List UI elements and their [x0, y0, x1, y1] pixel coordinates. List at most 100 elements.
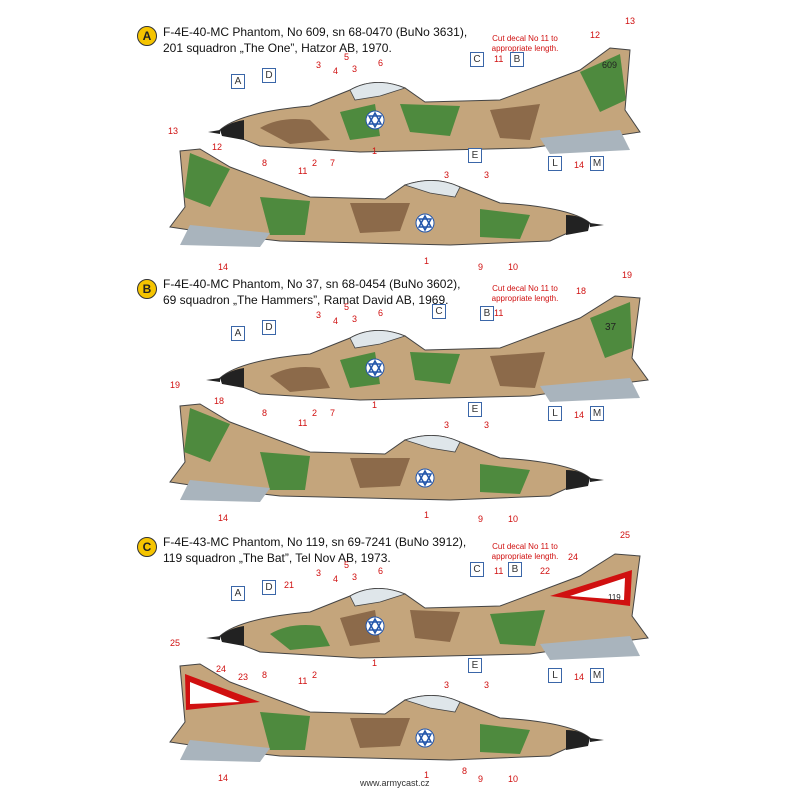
scheme-a: A F-4E-40-MC Phantom, No 609, sn 68-0470… [0, 0, 800, 272]
decal-number: 22 [540, 566, 551, 576]
decal-number: 11 [298, 418, 308, 428]
tail-number: 609 [602, 60, 617, 70]
decal-number: 10 [508, 262, 519, 272]
decal-number: 4 [333, 66, 339, 76]
decal-number: 14 [574, 672, 585, 682]
scheme-title-line1: F-4E-40-MC Phantom, No 609, sn 68-0470 (… [163, 25, 468, 39]
scheme-badge: A [137, 26, 157, 46]
decal-number: 3 [484, 170, 490, 180]
scheme-title-line1: F-4E-40-MC Phantom, No 37, sn 68-0454 (B… [163, 277, 461, 291]
scheme-title-line1: F-4E-43-MC Phantom, No 119, sn 69-7241 (… [163, 535, 467, 549]
callout-e: E [468, 402, 482, 417]
decal-note: Cut decal No 11 to appropriate length. [491, 34, 559, 53]
callout-l: L [548, 406, 562, 421]
footer-url: www.armycast.cz [360, 778, 430, 788]
decal-number: 1 [424, 510, 430, 520]
decal-number: 3 [316, 310, 322, 320]
decal-number: 12 [590, 30, 601, 40]
callout-l: L [548, 156, 562, 171]
decal-number: 6 [378, 58, 384, 68]
scheme-badge: B [137, 279, 157, 299]
callout-b: B [510, 52, 524, 67]
callout-c: C [432, 304, 446, 319]
callout-d: D [262, 320, 276, 335]
decal-number: 25 [170, 638, 181, 648]
decal-number: 11 [494, 54, 504, 64]
callout-b: B [508, 562, 522, 577]
decal-number: 3 [316, 60, 322, 70]
scheme-c: C F-4E-43-MC Phantom, No 119, sn 69-7241… [0, 530, 800, 800]
decal-number: 6 [378, 308, 384, 318]
decal-number: 3 [444, 420, 450, 430]
decal-number: 5 [344, 52, 350, 62]
star-of-david-roundel [415, 468, 435, 488]
decal-number: 5 [344, 302, 350, 312]
decal-number: 8 [262, 158, 268, 168]
decal-number: 8 [262, 408, 268, 418]
callout-d: D [262, 68, 276, 83]
decal-number: 3 [352, 572, 358, 582]
decal-number: 14 [218, 773, 229, 783]
scheme-badge: C [137, 537, 157, 557]
decal-number: 2 [312, 408, 318, 418]
aircraft-left-profile: 37 [206, 295, 649, 402]
decal-number: 11 [298, 166, 308, 176]
aircraft-right-profile [169, 148, 604, 247]
callout-l: L [548, 668, 562, 683]
decal-number: 11 [298, 676, 308, 686]
callout-m: M [590, 406, 604, 421]
decal-number: 13 [625, 16, 636, 26]
decal-number: 3 [352, 64, 358, 74]
decal-number: 6 [378, 566, 384, 576]
star-of-david-roundel [415, 213, 435, 233]
callout-c: C [470, 52, 484, 67]
decal-number: 7 [330, 158, 336, 168]
tail-number: 37 [605, 322, 617, 333]
decal-number: 14 [218, 262, 229, 272]
decal-number: 3 [444, 680, 450, 690]
fuselage [208, 47, 641, 154]
aircraft-right-profile [169, 663, 604, 762]
callout-m: M [590, 156, 604, 171]
callout-m: M [590, 668, 604, 683]
decal-number: 1 [424, 770, 430, 780]
decal-number: 10 [508, 774, 519, 784]
callout-a: A [231, 326, 245, 341]
decal-number: 11 [494, 308, 504, 318]
callout-d: D [262, 580, 276, 595]
decal-number: 4 [333, 316, 339, 326]
decal-number: 3 [484, 680, 490, 690]
decal-number: 23 [238, 672, 249, 682]
decal-number: 13 [168, 126, 179, 136]
decal-number: 3 [316, 568, 322, 578]
callout-e: E [468, 148, 482, 163]
decal-number: 11 [494, 566, 504, 576]
scheme-title-line2: 201 squadron „The One”, Hatzor AB, 1970. [163, 41, 392, 55]
decal-number: 19 [170, 380, 181, 390]
aircraft-left-profile: 609 [208, 47, 641, 154]
decal-note: Cut decal No 11 to appropriate length. [491, 284, 559, 303]
decal-number: 19 [622, 270, 633, 280]
star-of-david-roundel [365, 110, 385, 130]
decal-number: 2 [312, 670, 318, 680]
decal-number: 10 [508, 514, 519, 524]
decal-number: 3 [484, 420, 490, 430]
decal-number: 24 [568, 552, 579, 562]
decal-number: 1 [424, 256, 430, 266]
decal-number: 24 [216, 664, 227, 674]
decal-number: 5 [344, 560, 350, 570]
decal-number: 2 [312, 158, 318, 168]
scheme-title-line2: 69 squadron „The Hammers”, Ramat David A… [163, 293, 449, 307]
star-of-david-roundel [415, 728, 435, 748]
decal-number: 4 [333, 574, 339, 584]
decal-number: 1 [372, 400, 378, 410]
decal-number: 14 [218, 513, 229, 523]
decal-note: Cut decal No 11 to appropriate length. [491, 542, 559, 561]
decal-number: 9 [478, 514, 484, 524]
aircraft-left-profile: 119 [206, 553, 649, 660]
decal-number: 21 [284, 580, 295, 590]
decal-number: 12 [212, 142, 223, 152]
callout-a: A [231, 586, 245, 601]
callout-b: B [480, 306, 494, 321]
tail-number: 119 [608, 593, 621, 602]
